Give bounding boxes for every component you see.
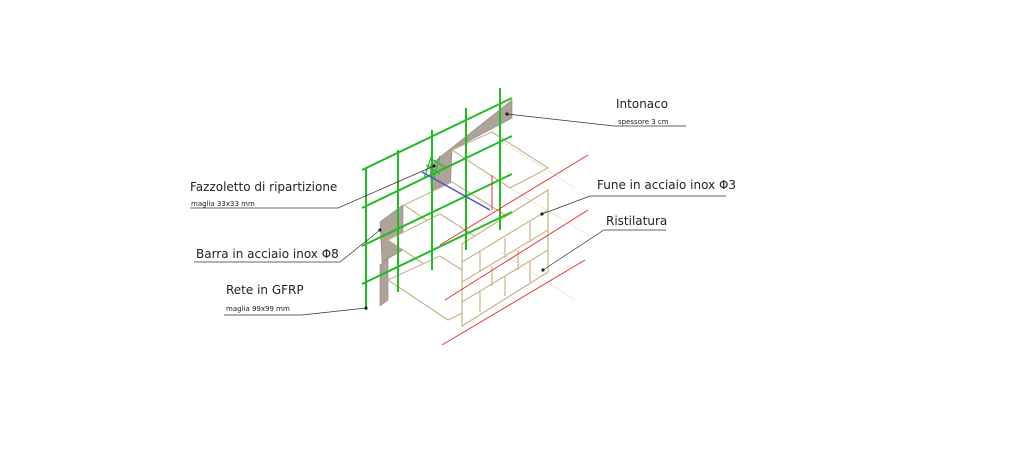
plaster-band-lower: [379, 257, 389, 307]
leader-ristilatura: [542, 229, 666, 271]
label-intonaco-note: spessore 3 cm: [618, 118, 669, 126]
leader-fazzoletto: [190, 165, 435, 209]
label-intonaco-title: Intonaco: [616, 97, 668, 111]
masonry-wall: [386, 131, 550, 328]
leader-lines: [190, 113, 726, 316]
label-fazzoletto-note: maglia 33x33 mm: [191, 200, 255, 208]
label-rete-note: maglia 99x99 mm: [226, 305, 290, 313]
label-rete-title: Rete in GFRP: [226, 283, 304, 297]
steel-bar: [421, 171, 491, 211]
label-fazzoletto-title: Fazzoletto di ripartizione: [190, 180, 337, 194]
label-barra-title: Barra in acciaio inox Φ8: [196, 247, 339, 261]
leader-fune: [541, 195, 726, 215]
leader-dots: [364, 112, 545, 310]
mortar-joints: [499, 139, 591, 301]
steel-ropes: [439, 154, 589, 346]
leader-barra: [194, 229, 381, 263]
plaster-band-middle: [379, 204, 404, 263]
spreader-plate: [423, 154, 447, 179]
leader-intonaco: [506, 113, 686, 127]
leader-rete: [224, 307, 367, 316]
brick-joints: [461, 209, 549, 312]
label-fune-title: Fune in acciaio inox Φ3: [597, 178, 736, 192]
label-ristilatura-title: Ristilatura: [606, 214, 667, 228]
